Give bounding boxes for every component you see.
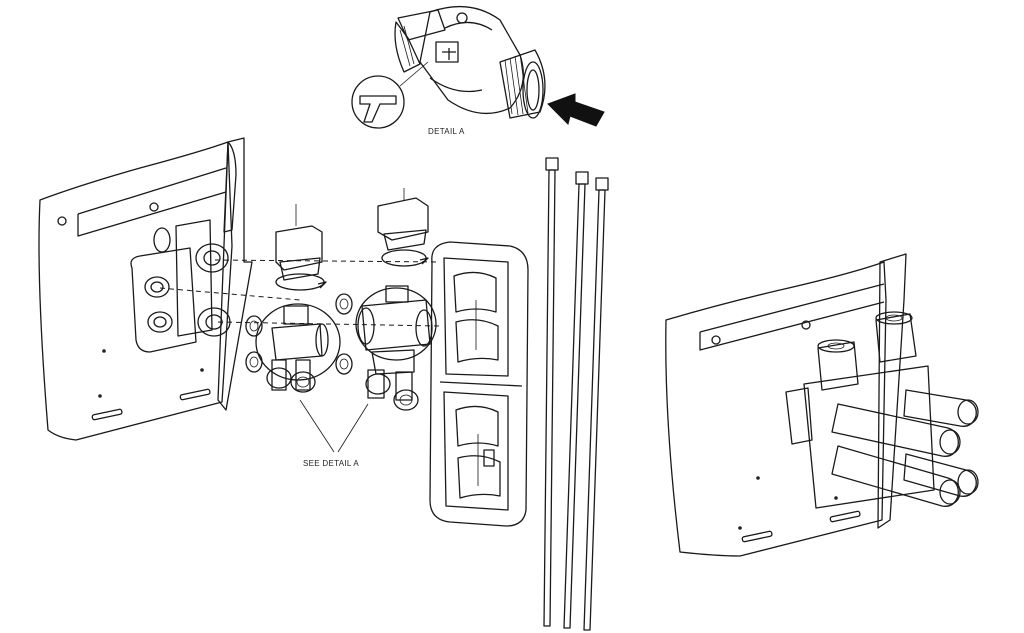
valve-assembly-center: [355, 188, 437, 411]
cable-tie: [563, 171, 589, 629]
valve-assembly-left: [255, 204, 341, 393]
cable-tie: [583, 177, 609, 631]
detail-a-group: DETAIL A: [351, 6, 605, 136]
assembled-valves: [785, 311, 935, 509]
insulation-shell: [429, 241, 529, 527]
detail-a-valve-body: [394, 6, 546, 119]
valve-body-left: [266, 305, 329, 393]
wall-fitting: [144, 227, 231, 337]
cable-ties: [543, 157, 609, 631]
right-wall-panel-assembled: [665, 253, 979, 557]
detail-a-label: DETAIL A: [428, 127, 465, 136]
left-wall-panel: [38, 137, 253, 441]
valve-body-center: [357, 285, 433, 411]
alignment-lines: [159, 259, 441, 327]
detail-a-zoom-circle: [351, 61, 429, 129]
cable-tie: [543, 157, 559, 627]
actuator-head-center: [377, 188, 429, 267]
direction-arrow-icon: [547, 93, 605, 127]
actuator-head-left: [275, 204, 327, 291]
assembled-pipes: [831, 389, 979, 507]
leader-lines: [299, 399, 369, 453]
see-detail-a-label: SEE DETAIL A: [303, 459, 359, 468]
